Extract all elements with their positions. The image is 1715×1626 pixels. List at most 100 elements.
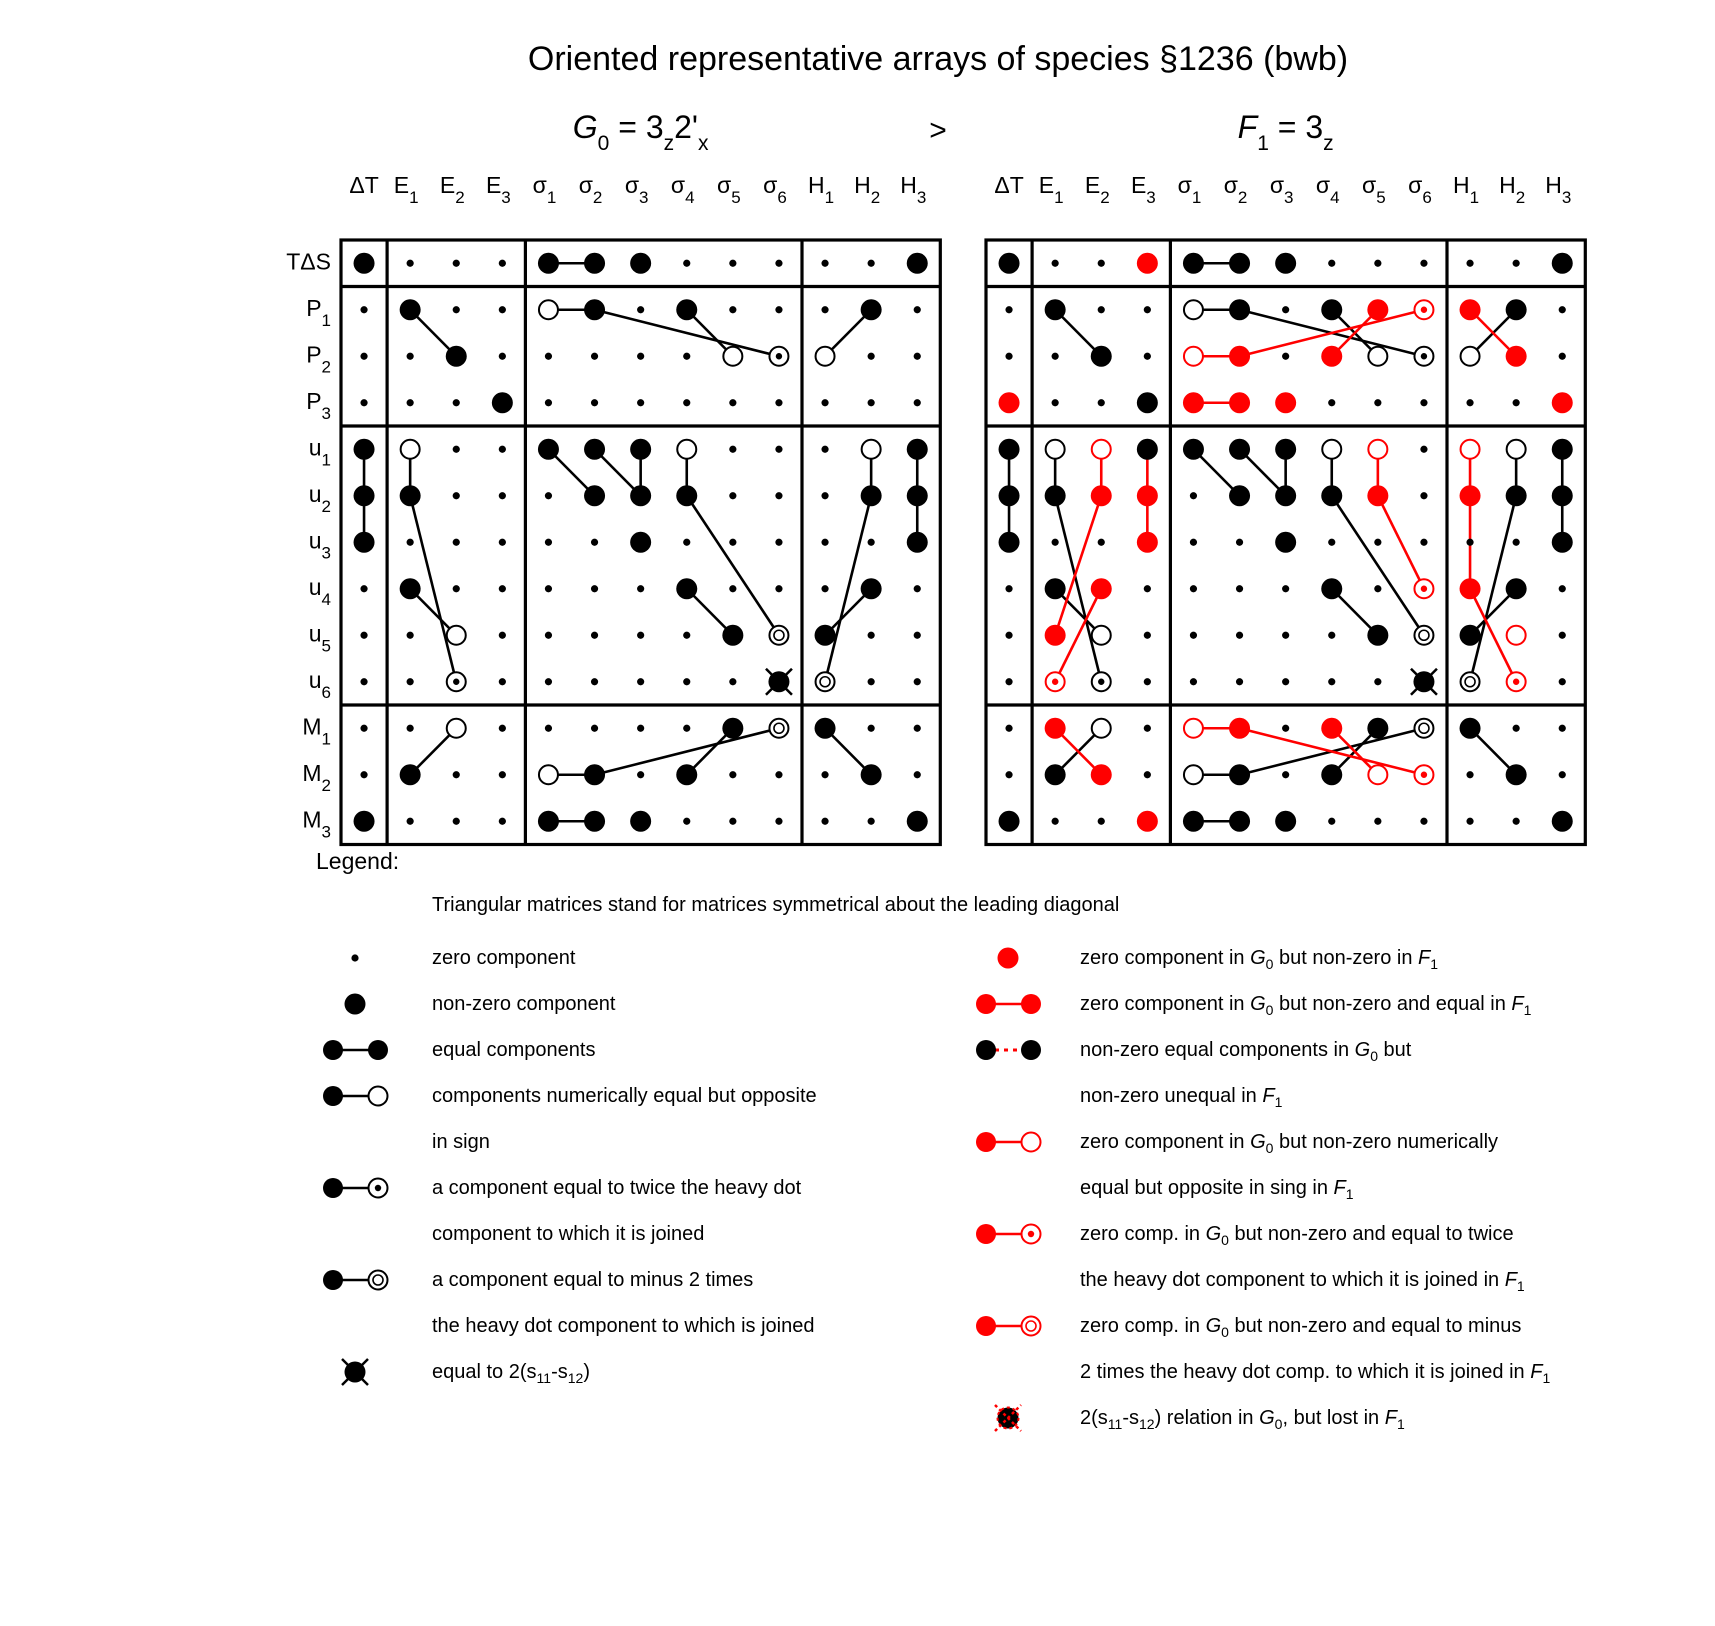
array-marker <box>1189 492 1198 500</box>
array-marker <box>498 678 506 686</box>
array-marker <box>860 578 882 600</box>
legend-text: equal but opposite in sing in F1 <box>1080 1177 1354 1202</box>
array-marker <box>1466 399 1474 407</box>
comparison-sign: > <box>929 114 947 147</box>
array-marker <box>1097 259 1105 267</box>
link-line <box>824 727 873 776</box>
array-marker <box>1229 299 1251 321</box>
array-marker <box>1410 667 1438 696</box>
array-marker <box>452 538 460 546</box>
link-line <box>1469 727 1518 776</box>
array-marker <box>1328 631 1336 639</box>
array-marker <box>906 438 928 460</box>
array-marker <box>637 352 645 360</box>
array-marker <box>498 724 506 732</box>
array-marker <box>906 252 928 274</box>
array-marker <box>1367 764 1389 786</box>
array-marker <box>1558 306 1566 314</box>
array-marker <box>1235 585 1244 593</box>
array-marker <box>1466 259 1474 267</box>
array-marker <box>360 678 368 686</box>
array-marker <box>399 438 421 460</box>
array-marker <box>768 624 790 646</box>
array-marker <box>913 724 921 732</box>
array-marker <box>1182 345 1204 367</box>
array-marker <box>1090 624 1112 646</box>
array-marker <box>1420 492 1428 500</box>
array-marker <box>1367 438 1389 460</box>
small-dot-legend-icon <box>351 954 359 962</box>
array-marker <box>590 352 599 360</box>
column-label: E1 <box>394 172 419 207</box>
array-marker <box>491 392 513 414</box>
array-marker <box>775 817 783 825</box>
array-marker <box>590 538 599 546</box>
column-label: σ2 <box>579 172 603 207</box>
array-marker <box>683 399 691 407</box>
array-marker <box>399 485 421 507</box>
red-link-line <box>1053 495 1103 636</box>
column-label: H1 <box>808 172 834 207</box>
array-marker <box>452 771 460 779</box>
array-marker <box>1136 810 1158 832</box>
red-twice-pair-legend-icon <box>976 1223 1042 1245</box>
array-marker <box>1182 810 1204 832</box>
array-marker <box>913 631 921 639</box>
array-frame <box>984 238 1587 847</box>
array-marker <box>544 352 553 360</box>
array-marker <box>1143 678 1151 686</box>
array-marker <box>1235 678 1244 686</box>
link-line <box>1238 448 1287 497</box>
array-marker <box>1459 717 1481 739</box>
array-marker <box>1090 485 1112 507</box>
red-equal-pair-legend-icon <box>976 994 1041 1014</box>
row-label: P2 <box>306 341 331 376</box>
array-marker <box>1136 531 1158 553</box>
legend-text: zero comp. in G0 but non-zero and equal … <box>1080 1315 1522 1340</box>
array-marker <box>1321 299 1343 321</box>
array-marker <box>867 399 875 407</box>
array-heading: F1 = 3z <box>1238 109 1334 155</box>
array-marker <box>1044 438 1066 460</box>
array-marker <box>676 438 698 460</box>
array-marker <box>1282 631 1290 639</box>
array-marker <box>1090 717 1112 739</box>
red-link-line <box>1054 727 1103 776</box>
array-marker <box>676 299 698 321</box>
array-marker <box>498 445 506 453</box>
array-marker <box>1136 438 1158 460</box>
link-line <box>1330 587 1379 637</box>
array-marker <box>1459 438 1481 460</box>
array-marker <box>445 345 467 367</box>
array-marker <box>768 717 790 739</box>
column-label: E3 <box>486 172 511 207</box>
array-marker <box>1044 485 1066 507</box>
array-marker <box>637 585 645 593</box>
row-label: u5 <box>309 620 331 655</box>
array-marker <box>1558 678 1566 686</box>
array-marker <box>1097 538 1105 546</box>
array-marker <box>630 810 652 832</box>
array-marker <box>1044 578 1066 600</box>
array-marker <box>452 306 460 314</box>
array-marker <box>498 259 506 267</box>
link-line <box>824 587 873 637</box>
array-marker <box>630 485 652 507</box>
link-line <box>1053 495 1103 683</box>
red-opposite-pair-legend-icon <box>976 1131 1042 1153</box>
column-label: σ6 <box>763 172 787 207</box>
array-marker <box>1328 538 1336 546</box>
array-marker <box>630 438 652 460</box>
array-marker <box>584 810 606 832</box>
array-marker <box>729 817 737 825</box>
array-marker <box>584 485 606 507</box>
array-marker <box>1420 445 1428 453</box>
array-marker <box>1328 259 1336 267</box>
array-marker <box>1328 678 1336 686</box>
array-marker <box>821 817 829 825</box>
array-marker <box>498 352 506 360</box>
array-marker <box>630 531 652 553</box>
array-marker <box>1229 252 1251 274</box>
array-marker <box>729 445 737 453</box>
filled-dot-legend-icon <box>344 993 366 1015</box>
